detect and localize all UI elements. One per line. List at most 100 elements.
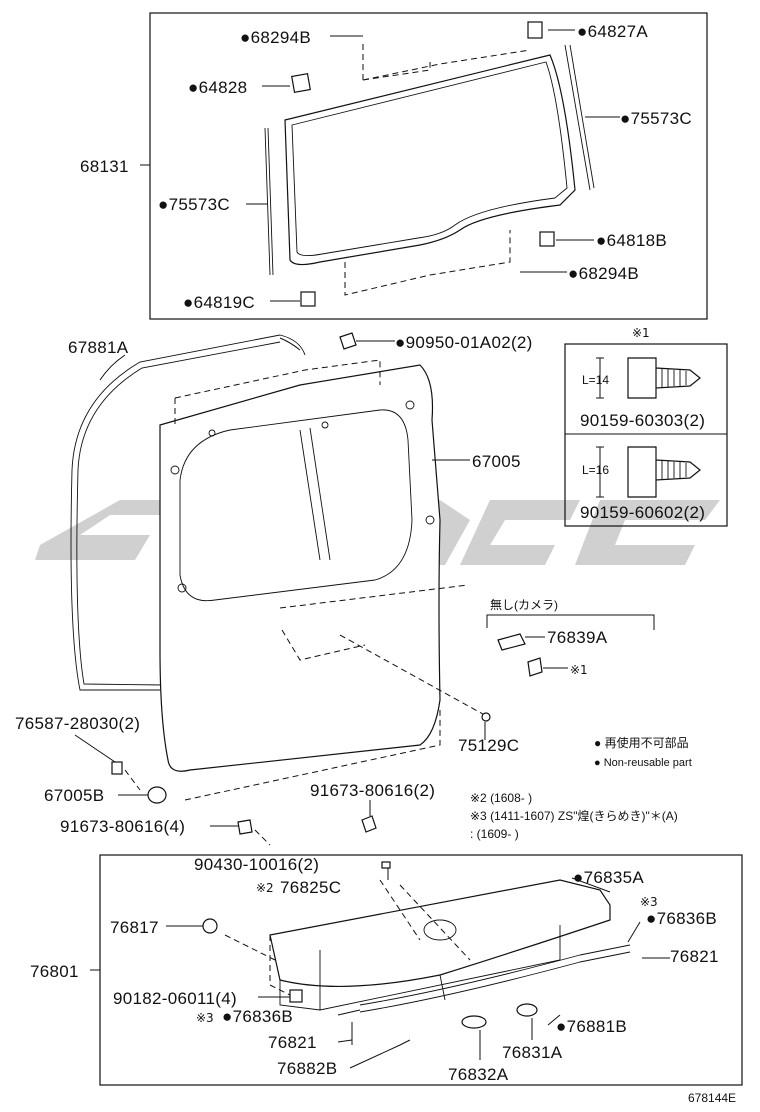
svg-text:※3: ※3 — [640, 895, 658, 909]
label-68131: 68131 — [80, 157, 129, 176]
pad-64818B — [539, 231, 555, 247]
label-76882B: 76882B — [277, 1059, 337, 1078]
plug-75129C — [481, 712, 491, 722]
label-76836B-left-mark: ※3 — [196, 1011, 214, 1025]
label-67881A: 67881A — [68, 338, 129, 357]
svg-text:●75573C: ●75573C — [620, 109, 692, 128]
side-molding-left — [264, 127, 274, 276]
svg-text:67881A: 67881A — [68, 338, 129, 357]
diagram-id: 678144E — [688, 1091, 736, 1105]
door-panel-67005 — [159, 364, 441, 772]
svg-text:90182-06011(4): 90182-06011(4) — [113, 989, 237, 1008]
label-76836B-left: ●76836B — [222, 1007, 293, 1026]
pad-64819C — [300, 291, 316, 307]
svg-text:678144E: 678144E — [688, 1091, 736, 1105]
label-90430: 90430-10016(2) — [194, 855, 319, 874]
legend: ● 再使用不可部品 ● Non-reusable part — [594, 735, 692, 769]
svg-text:: (1609- ): : (1609- ) — [470, 827, 519, 841]
label-91673-a: 91673-80616(2) — [310, 781, 435, 800]
svg-text:67005: 67005 — [472, 452, 521, 471]
bolt-inset: ※1 L=14 90159-60303(2) L=16 90159-60602(… — [564, 326, 728, 527]
svg-text:※3 (1411-1607) ZS"煌(きらめき)"＊(A): ※3 (1411-1607) ZS"煌(きらめき)"＊(A) — [470, 809, 678, 823]
svg-text:90159-60602(2): 90159-60602(2) — [580, 503, 705, 522]
label-68294B-top: ●68294B — [240, 28, 311, 47]
svg-text:※2: ※2 — [256, 881, 274, 895]
svg-text:68131: 68131 — [80, 157, 129, 176]
clip-90950 — [339, 332, 357, 350]
label-76839A-mark: ※1 — [570, 663, 588, 677]
label-76836B-right-mark: ※3 — [640, 895, 658, 909]
svg-text:●76836B: ●76836B — [646, 909, 717, 928]
weatherstrip-67881A — [70, 334, 306, 691]
svg-text:●68294B: ●68294B — [240, 28, 311, 47]
garnish-76881B — [359, 944, 631, 1013]
label-90182: 90182-06011(4) — [113, 989, 237, 1008]
back-glass — [284, 54, 576, 266]
label-64828: ●64828 — [188, 78, 247, 97]
label-76831A: 76831A — [502, 1043, 563, 1062]
svg-text:76882B: 76882B — [277, 1059, 337, 1078]
label-76825C: 76825C — [280, 878, 341, 897]
svg-text:※1: ※1 — [632, 326, 650, 340]
svg-text:L=14: L=14 — [582, 373, 609, 387]
svg-text:76817: 76817 — [110, 918, 159, 937]
label-75573C-right: ●75573C — [620, 109, 692, 128]
svg-text:●76835A: ●76835A — [573, 868, 644, 887]
label-76835A: ●76835A — [573, 868, 644, 887]
label-76825C-mark: ※2 — [256, 881, 274, 895]
label-camera-none: 無し(カメラ) — [490, 597, 558, 612]
svg-text:91673-80616(2): 91673-80616(2) — [310, 781, 435, 800]
camera-bolt — [527, 657, 543, 677]
label-75573C-left: ●75573C — [158, 195, 230, 214]
side-molding-right — [564, 44, 595, 191]
svg-text:●75573C: ●75573C — [158, 195, 230, 214]
label-76881B: ●76881B — [556, 1017, 627, 1036]
svg-text:※3: ※3 — [196, 1011, 214, 1025]
nut-90430 — [381, 861, 391, 869]
label-76821-left: 76821 — [268, 1033, 317, 1052]
svg-text:76821: 76821 — [670, 947, 719, 966]
svg-text:76587-28030(2): 76587-28030(2) — [15, 714, 140, 733]
garnish-76835A — [269, 879, 611, 987]
svg-text:※2 (1608- ): ※2 (1608- ) — [470, 791, 532, 805]
svg-text:●64828: ●64828 — [188, 78, 247, 97]
svg-text:67005B: 67005B — [44, 786, 104, 805]
svg-text:76831A: 76831A — [502, 1043, 563, 1062]
label-76821-right: 76821 — [670, 947, 719, 966]
svg-text:●64818B: ●64818B — [596, 231, 667, 250]
pad-64827A — [527, 21, 543, 39]
notes: ※2 (1608- ) ※3 (1411-1607) ZS"煌(きらめき)"＊(… — [470, 791, 678, 841]
label-76832A: 76832A — [448, 1065, 509, 1084]
svg-text:76801: 76801 — [30, 962, 79, 981]
screw-91673-b — [237, 819, 253, 835]
svg-text:無し(カメラ): 無し(カメラ) — [490, 597, 558, 612]
svg-text:90159-60303(2): 90159-60303(2) — [580, 411, 705, 430]
clip-76817 — [202, 918, 218, 934]
svg-text:76821: 76821 — [268, 1033, 317, 1052]
label-67005B: 67005B — [44, 786, 104, 805]
label-64827A: ●64827A — [577, 22, 648, 41]
glass-group-box — [149, 12, 708, 320]
svg-text:●68294B: ●68294B — [568, 264, 639, 283]
bracket-76839A — [497, 633, 526, 651]
clip-76587 — [111, 761, 123, 775]
label-64819C: ●64819C — [183, 293, 255, 312]
svg-text:● 再使用不可部品: ● 再使用不可部品 — [594, 735, 689, 750]
bolt-90159-60303-icon — [627, 357, 701, 399]
svg-text:※1: ※1 — [570, 663, 588, 677]
svg-text:● Non-reusable part: ● Non-reusable part — [594, 757, 692, 769]
label-76587: 76587-28030(2) — [15, 714, 140, 733]
svg-text:76832A: 76832A — [448, 1065, 509, 1084]
label-90950: ●90950-01A02(2) — [395, 333, 532, 352]
svg-text:●64827A: ●64827A — [577, 22, 648, 41]
nut-90182 — [289, 989, 303, 1003]
svg-text:76839A: 76839A — [547, 628, 608, 647]
cap-67005B — [147, 786, 167, 804]
label-67005: 67005 — [472, 452, 521, 471]
svg-text:76825C: 76825C — [280, 878, 341, 897]
label-91673-b: 91673-80616(4) — [60, 817, 185, 836]
label-64818B: ●64818B — [596, 231, 667, 250]
label-68294B-bottom: ●68294B — [568, 264, 639, 283]
svg-text:●76836B: ●76836B — [222, 1007, 293, 1026]
